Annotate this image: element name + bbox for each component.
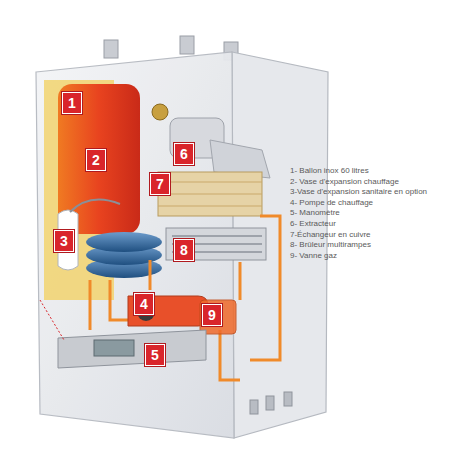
control-panel (58, 330, 206, 368)
part-label: 4- Pompe de chauffage (290, 198, 427, 209)
callout-number: 3 (54, 230, 74, 252)
top-tube (180, 36, 194, 54)
bottom-fittings (250, 392, 292, 414)
callout-number: 6 (174, 143, 194, 165)
part-label: 5- Manomètre (290, 208, 427, 219)
pointer-line (40, 300, 64, 340)
callout-text: 4 (140, 296, 148, 312)
part-label: 7-Échangeur en cuivre (290, 230, 427, 241)
hose (70, 200, 120, 213)
callout-text: 1 (68, 95, 76, 111)
fan-motor (152, 104, 168, 120)
part-label: 3-Vase d'expansion sanitaire en option (290, 187, 427, 198)
callout-number: 5 (145, 344, 165, 366)
burner (166, 228, 266, 260)
callout-text: 5 (151, 347, 159, 363)
callout-number: 8 (174, 239, 194, 261)
steel-tank (58, 84, 140, 234)
gas-valve (200, 300, 236, 334)
parts-list: 1- Ballon inox 60 litres2- Vase d'expans… (290, 166, 427, 261)
callout-text: 9 (208, 307, 216, 323)
callout-number: 7 (150, 173, 170, 195)
part-label: 8- Brûleur multirampes (290, 240, 427, 251)
part-label: 2- Vase d'expansion chauffage (290, 177, 427, 188)
coil (86, 232, 162, 252)
callout-number: 1 (62, 92, 82, 114)
callout-text: 8 (180, 242, 188, 258)
part-label: 1- Ballon inox 60 litres (290, 166, 427, 177)
top-tube (104, 40, 118, 58)
part-label: 6- Extracteur (290, 219, 427, 230)
callout-number: 9 (202, 304, 222, 326)
callout-text: 2 (92, 152, 100, 168)
copper-exchanger (158, 172, 262, 216)
callout-text: 3 (60, 233, 68, 249)
callout-text: 6 (180, 146, 188, 162)
callout-number: 2 (86, 149, 106, 171)
exchanger-fins (158, 182, 262, 206)
callout-text: 7 (156, 176, 164, 192)
display (94, 340, 134, 356)
part-label: 9- Vanne gaz (290, 251, 427, 262)
callout-number: 4 (134, 293, 154, 315)
